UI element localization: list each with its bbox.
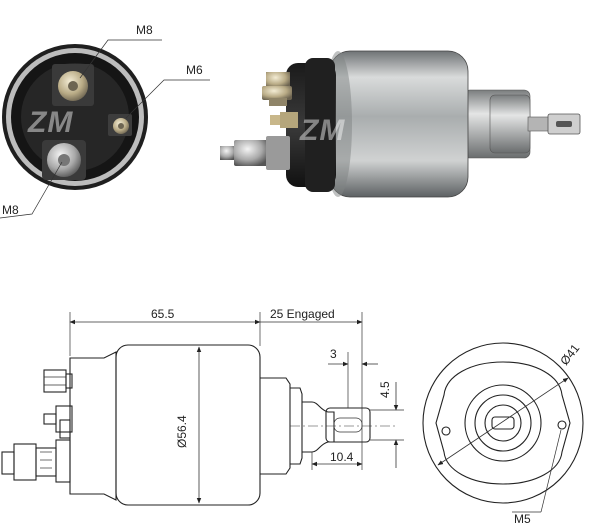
side-m6-terminal-photo	[270, 112, 298, 128]
side-view-photo: ZM	[220, 50, 581, 198]
label-bottom-m8: M8	[2, 203, 19, 217]
side-bottom-terminal	[220, 136, 290, 170]
end-view-photo: ZM	[2, 44, 148, 190]
dim-4-5: 4.5	[378, 381, 392, 398]
photo-watermark: ZM	[27, 106, 73, 139]
dim-body-diameter: Ø56.4	[175, 415, 189, 448]
dim-10-4: 10.4	[330, 450, 354, 464]
top-m8-terminal	[52, 64, 94, 106]
flange-end-view: Ø41 M5	[422, 341, 584, 526]
dim-engaged: 25 Engaged	[270, 307, 335, 321]
drawn-top-stud	[43, 369, 73, 393]
drawn-bottom-stud	[1, 439, 71, 483]
dim-3: 3	[330, 347, 337, 361]
dim-flange-diameter: Ø41	[557, 341, 582, 368]
dim-length: 65.5	[151, 307, 175, 321]
label-top-m8: M8	[136, 23, 153, 37]
drawn-m6-stud	[43, 405, 73, 439]
side-top-terminal	[262, 72, 292, 106]
end-view-callouts: M8 M6 M8	[0, 23, 210, 219]
side-drawing: 65.5 25 Engaged Ø56.4 3 4.5 1	[1, 307, 404, 506]
bottom-m8-terminal	[42, 140, 86, 180]
label-flange-screw: M5	[514, 512, 531, 526]
label-side-m6: M6	[186, 63, 203, 77]
side-watermark: ZM	[299, 114, 345, 147]
side-m6-terminal	[108, 114, 132, 136]
